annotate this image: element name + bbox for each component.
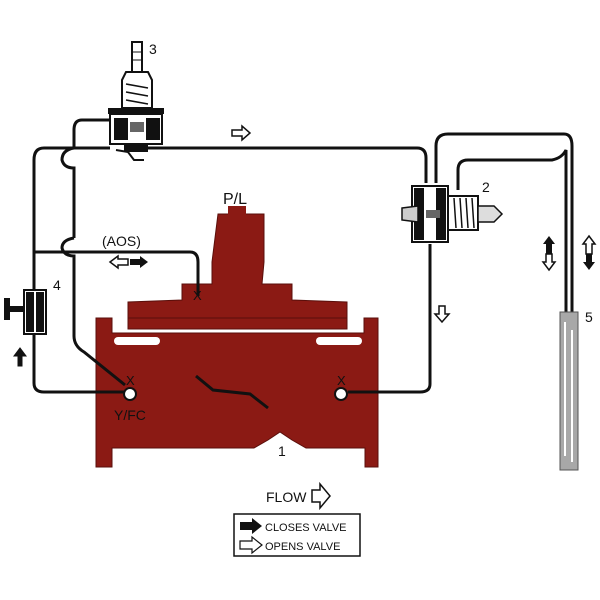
label-yfc: Y/FC: [114, 407, 146, 423]
pilot-plug: [228, 206, 246, 216]
label-flow: FLOW: [266, 489, 307, 505]
valve-cover: [127, 213, 348, 330]
label-1: 1: [278, 443, 286, 459]
pilot-4: [4, 289, 47, 335]
legend-opens-arrow: [239, 535, 263, 555]
legend-closes-arrow: [240, 518, 262, 534]
pilot-2: [401, 185, 504, 243]
main-valve: [95, 206, 379, 468]
double-arrow-sensor-left: [541, 236, 557, 272]
label-2: 2: [482, 179, 490, 195]
legend-closes-label: CLOSES VALVE: [265, 522, 347, 534]
label-5: 5: [585, 309, 593, 325]
tubing: [32, 118, 574, 394]
pilot-3: [108, 41, 164, 161]
legend-opens-label: OPENS VALVE: [265, 541, 340, 553]
opens-arrow-right: [433, 305, 451, 324]
label-x-yfc: X: [126, 373, 135, 388]
flow-arrow: [311, 481, 331, 511]
closes-arrow-left: [13, 347, 27, 367]
port-outlet: [334, 387, 348, 401]
label-4: 4: [53, 277, 61, 293]
valve-seat: [195, 374, 269, 410]
label-x-outlet: X: [337, 373, 346, 388]
label-x-cover: X: [193, 288, 202, 303]
label-3: 3: [149, 41, 157, 57]
label-aos: (AOS): [102, 233, 141, 249]
legend: CLOSES VALVE OPENS VALVE: [233, 513, 361, 557]
sensor-5: [559, 311, 579, 471]
double-arrow-aos: [108, 254, 148, 270]
double-arrow-sensor-right: [581, 234, 597, 270]
opens-arrow-top: [231, 124, 252, 142]
port-yfc: [123, 387, 137, 401]
label-pl: P/L: [223, 191, 247, 208]
